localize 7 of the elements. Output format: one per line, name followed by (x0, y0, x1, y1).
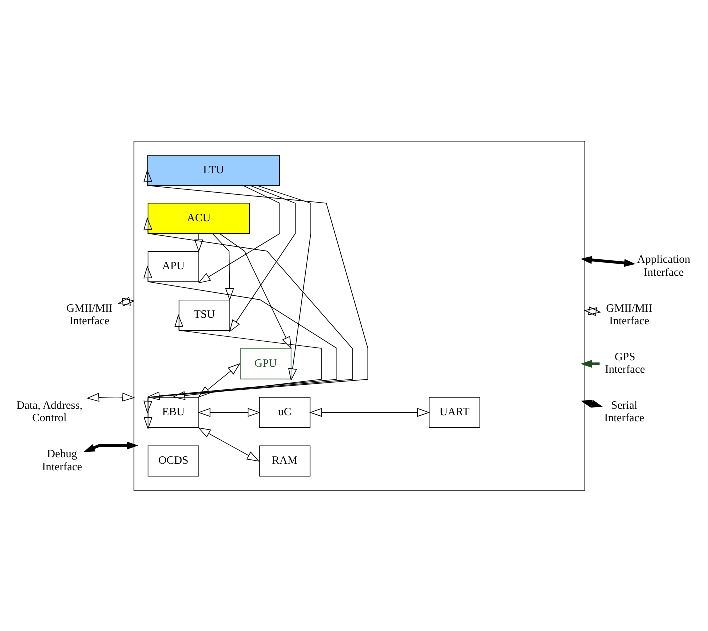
node-text: GMII/MII Interface (66, 302, 113, 327)
node-text: GPS Interface (605, 350, 646, 376)
node-text: Data, Address, Control (16, 400, 83, 424)
node-text: Serial Interface (604, 400, 645, 424)
node-text: Debug Interface (42, 448, 82, 473)
node-text: Application Interface (637, 254, 691, 278)
node-text: GMII/MII Interface (606, 302, 653, 327)
